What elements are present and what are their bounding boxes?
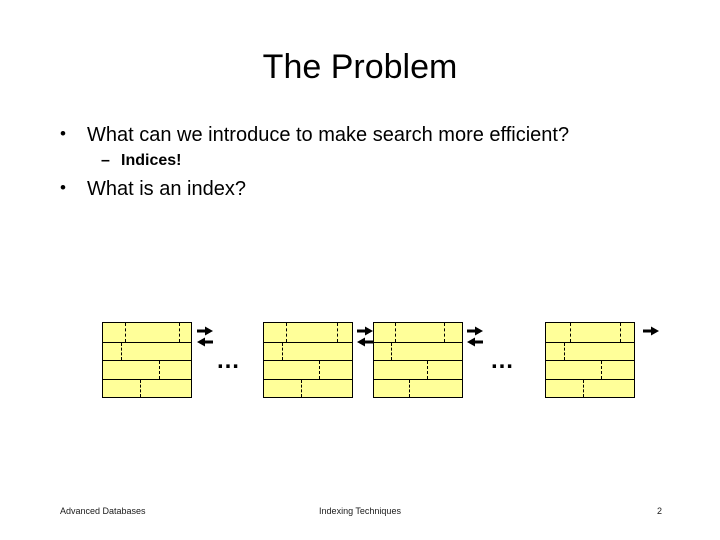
record-divider [564,342,566,360]
page-row [264,341,352,360]
page-row [264,323,352,342]
bullet-item-sub: – Indices! [101,152,181,170]
record-divider [286,323,287,342]
page-row [374,360,462,379]
page-row [264,360,352,379]
page-row [374,341,462,360]
page-row [546,378,634,397]
record-divider [337,323,339,342]
page-row [546,323,634,342]
bullet-marker: • [60,124,66,143]
page-row [374,323,462,342]
record-divider [178,323,180,342]
right-arrow-icon [467,326,483,336]
data-page-block [263,322,353,398]
record-divider [444,323,446,342]
page-row [546,341,634,360]
page-row [103,360,191,379]
bullet-text: Indices! [121,152,182,169]
bullet-marker: • [60,178,66,197]
page-row [103,341,191,360]
page-row [103,378,191,397]
page-row [264,378,352,397]
record-divider [426,361,428,379]
ellipsis: … [490,347,516,374]
record-divider [390,342,392,360]
right-arrow-icon [643,326,659,336]
data-page-block [102,322,192,398]
footer-page-number: 2 [656,506,662,516]
ellipsis: … [216,347,242,374]
record-divider [619,323,621,342]
page-row [546,360,634,379]
right-arrow-icon [357,326,373,336]
data-page-block [373,322,463,398]
right-arrow-icon [197,326,213,336]
bullet-text: What can we introduce to make search mor… [87,124,570,146]
record-divider [120,342,122,360]
record-divider [125,323,126,342]
record-divider [282,342,284,360]
bullet-item: • What is an index? [60,178,246,201]
record-divider [300,379,302,397]
left-arrow-icon [197,337,213,347]
footer-topic-name: Indexing Techniques [319,506,401,516]
record-divider [582,379,584,397]
left-arrow-icon [357,337,373,347]
page-row [103,323,191,342]
record-divider [139,379,141,397]
slide-title: The Problem [262,48,458,86]
record-divider [318,361,320,379]
page-row [374,378,462,397]
record-divider [569,323,571,342]
bullet-text: What is an index? [87,178,246,200]
bullet-item: • What can we introduce to make search m… [60,124,569,147]
record-divider [409,379,411,397]
data-page-block [545,322,635,398]
footer-course-name: Advanced Databases [60,506,146,516]
record-divider [159,361,161,379]
record-divider [601,361,603,379]
left-arrow-icon [467,337,483,347]
bullet-marker: – [101,152,110,169]
record-divider [395,323,397,342]
